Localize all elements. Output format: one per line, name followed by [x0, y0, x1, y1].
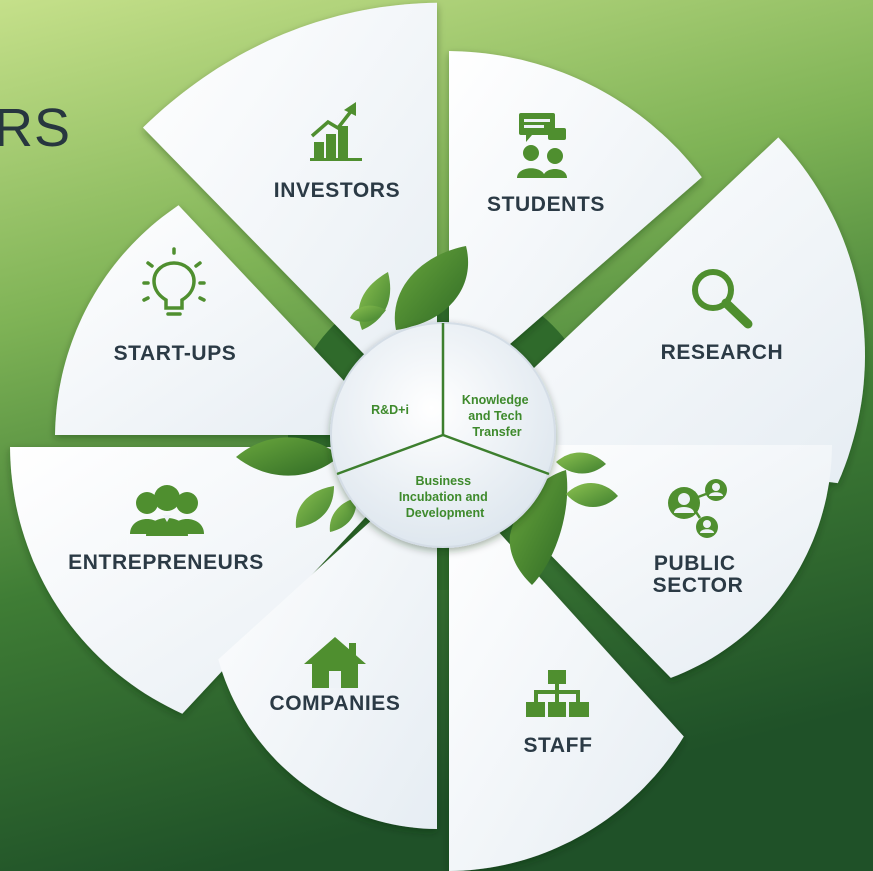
hub-label-rdi: R&D+i [371, 403, 409, 417]
segment-label-investors: INVESTORS [274, 179, 400, 202]
leaf-left-large [236, 437, 340, 476]
segment-research [463, 137, 865, 484]
org-chart-icon [526, 670, 589, 717]
lightbulb-icon [142, 247, 206, 316]
leaf-right-large [509, 470, 568, 585]
segment-start-ups [55, 205, 395, 435]
segment-label-public-sector: PUBLIC SECTOR [653, 552, 744, 597]
growth-chart-icon [310, 102, 362, 161]
group-icon [130, 485, 204, 536]
hub-label-business: Business Incubation and Development [399, 474, 491, 520]
hub-divider-right [442, 433, 550, 476]
segment-label-entrepreneurs: ENTREPRENEURS [68, 551, 264, 574]
magnifier-icon [692, 269, 753, 329]
hub-dividers [336, 323, 550, 476]
hub-label-knowledge: Knowledge and Tech Transfer [462, 393, 532, 439]
segment-label-students: STUDENTS [487, 193, 605, 216]
leaves-decoration [236, 246, 618, 585]
network-people-icon [668, 479, 727, 538]
title-fragment: RS [0, 98, 71, 158]
segment-entrepreneurs [10, 447, 431, 714]
segment-label-start-ups: START-UPS [114, 342, 237, 365]
segment-label-staff: STAFF [523, 734, 592, 757]
leaf-top-small-2 [350, 305, 386, 322]
segment-label-companies: COMPANIES [269, 692, 400, 715]
leaf-left-small-2 [329, 498, 357, 532]
leaf-right-small-1 [556, 452, 606, 474]
segment-staff [449, 477, 684, 871]
house-icon [304, 637, 366, 688]
segment-students [449, 51, 702, 397]
chat-people-icon [517, 113, 567, 178]
segment-label-research: RESEARCH [661, 341, 784, 364]
leaf-right-small-2 [566, 482, 618, 508]
hub-divider-left [336, 433, 444, 476]
leaf-top-large [394, 246, 469, 330]
leaf-left-small-1 [295, 486, 334, 528]
